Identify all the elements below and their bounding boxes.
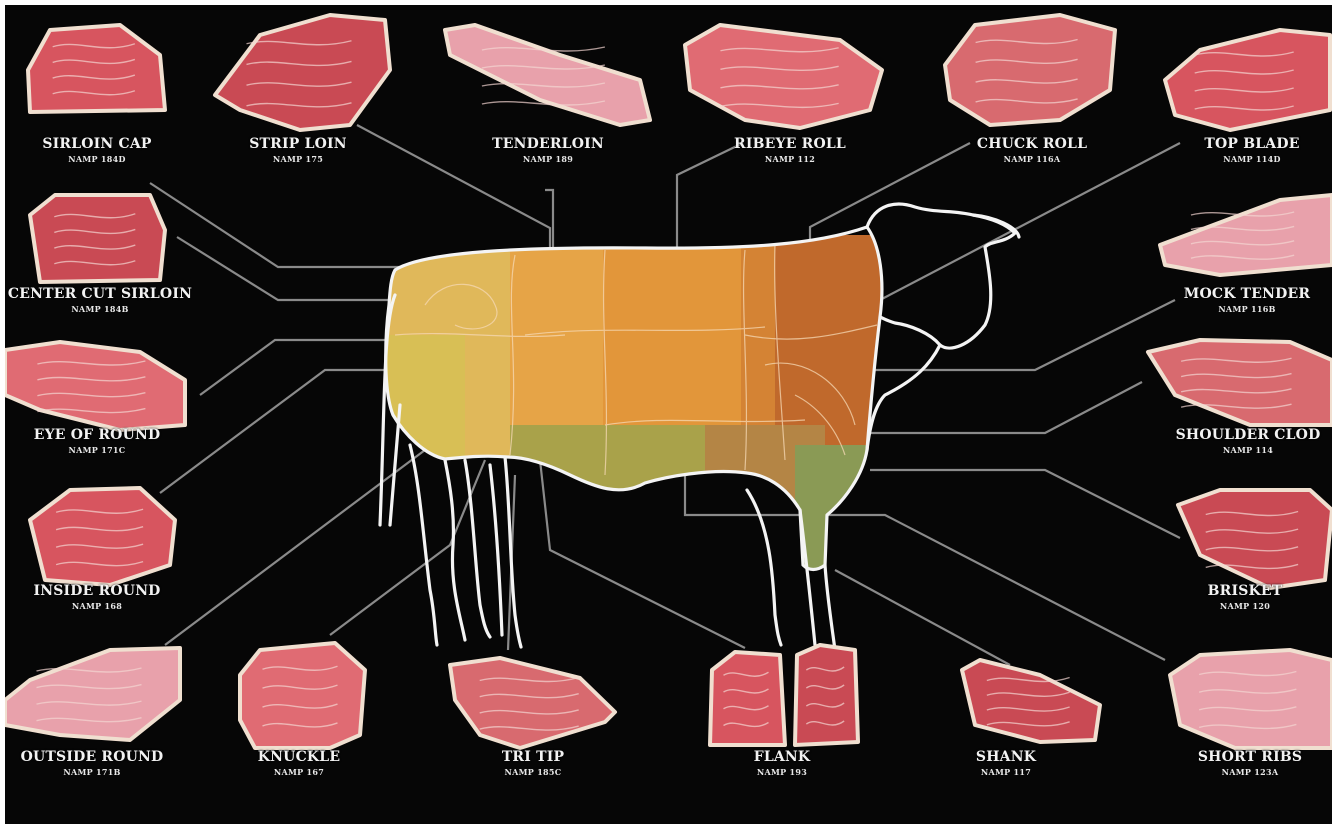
shank-name: SHANK — [976, 750, 1036, 764]
shoulder-clod-code: NAMP 114 — [1176, 446, 1321, 454]
shank-meat-photo — [962, 660, 1100, 742]
shank-code: NAMP 117 — [976, 768, 1036, 776]
top-blade-name: TOP BLADE — [1204, 137, 1299, 151]
leader-mock-tender — [860, 300, 1175, 370]
region-sirloin — [510, 235, 605, 585]
knuckle-name: KNUCKLE — [258, 750, 340, 764]
short-ribs-name: SHORT RIBS — [1198, 750, 1302, 764]
top-blade-meat-photo — [1165, 30, 1330, 130]
flank-code: NAMP 193 — [754, 768, 811, 776]
sirloin-cap-label: SIRLOIN CAP NAMP 184D — [42, 137, 151, 163]
leader-inside-round — [160, 370, 405, 493]
strip-loin-label: STRIP LOIN NAMP 175 — [249, 137, 347, 163]
knuckle-code: NAMP 167 — [258, 768, 340, 776]
outside-round-label: OUTSIDE ROUND NAMP 171B — [21, 750, 164, 776]
short-ribs-label: SHORT RIBS NAMP 123A — [1198, 750, 1302, 776]
region-flank — [510, 425, 710, 515]
tri-tip-code: NAMP 185C — [502, 768, 564, 776]
short-ribs-meat-photo — [1170, 650, 1332, 748]
top-blade-label: TOP BLADE NAMP 114D — [1204, 137, 1299, 163]
sirloin-cap-name: SIRLOIN CAP — [42, 137, 151, 151]
center-cut-sirloin-code: NAMP 184B — [8, 305, 192, 313]
flank-second-meat-photo — [795, 645, 858, 745]
cow-head-outline — [867, 204, 1015, 348]
leader-flank — [540, 460, 745, 648]
sirloin-cap-meat-photo — [28, 25, 165, 112]
leader-shoulder-clod — [860, 382, 1142, 433]
eye-of-round-meat-photo — [5, 342, 185, 430]
flank-name: FLANK — [754, 750, 811, 764]
ribeye-roll-code: NAMP 112 — [734, 155, 846, 163]
chuck-roll-name: CHUCK ROLL — [977, 137, 1087, 151]
inside-round-name: INSIDE ROUND — [33, 584, 160, 598]
ribeye-roll-name: RIBEYE ROLL — [734, 137, 846, 151]
shoulder-clod-label: SHOULDER CLOD NAMP 114 — [1176, 428, 1321, 454]
tenderloin-code: NAMP 189 — [492, 155, 604, 163]
knuckle-meat-photo — [240, 643, 365, 748]
inside-round-meat-photo — [30, 488, 175, 585]
tri-tip-meat-photo — [450, 658, 615, 748]
tri-tip-name: TRI TIP — [502, 750, 564, 764]
tenderloin-meat-photo — [445, 25, 650, 125]
top-blade-code: NAMP 114D — [1204, 155, 1299, 163]
tenderloin-label: TENDERLOIN NAMP 189 — [492, 137, 604, 163]
ribeye-roll-meat-photo — [685, 25, 882, 128]
shank-label: SHANK NAMP 117 — [976, 750, 1036, 776]
brisket-name: BRISKET — [1208, 584, 1283, 598]
center-cut-sirloin-meat-photo — [30, 195, 165, 282]
cow-hind-leg-1 — [445, 460, 465, 640]
cow-hind-leg-2 — [465, 460, 490, 637]
cow-fore-leg-1 — [747, 490, 781, 645]
beef-cuts-diagram — [5, 5, 1332, 824]
cow-tail-2 — [390, 405, 400, 525]
cow-hind-leg-outer — [410, 445, 437, 645]
flank-label: FLANK NAMP 193 — [754, 750, 811, 776]
tenderloin-name: TENDERLOIN — [492, 137, 604, 151]
tri-tip-label: TRI TIP NAMP 185C — [502, 750, 564, 776]
mock-tender-code: NAMP 116B — [1184, 305, 1310, 313]
strip-loin-name: STRIP LOIN — [249, 137, 347, 151]
leader-center-cut-sirloin — [177, 237, 425, 300]
chart-board: SIRLOIN CAP NAMP 184D STRIP LOIN NAMP 175 TE… — [5, 5, 1332, 824]
outside-round-name: OUTSIDE ROUND — [21, 750, 164, 764]
inside-round-label: INSIDE ROUND NAMP 168 — [33, 584, 160, 610]
chuck-roll-meat-photo — [945, 15, 1115, 125]
short-ribs-code: NAMP 123A — [1198, 768, 1302, 776]
mock-tender-meat-photo — [1160, 195, 1332, 275]
leader-short-ribs — [685, 475, 1165, 660]
leader-outside-round — [165, 450, 425, 645]
shoulder-clod-name: SHOULDER CLOD — [1176, 428, 1321, 442]
mock-tender-label: MOCK TENDER NAMP 116B — [1184, 287, 1310, 313]
region-loin — [603, 235, 743, 585]
leader-knuckle — [330, 460, 485, 635]
flank-meat-photo — [710, 652, 785, 745]
leader-sirloin-cap — [150, 183, 425, 267]
leader-shank — [835, 570, 1010, 665]
leader-brisket — [870, 470, 1180, 538]
ribeye-roll-label: RIBEYE ROLL NAMP 112 — [734, 137, 846, 163]
cow-hind-leg-4 — [490, 465, 502, 635]
outside-round-code: NAMP 171B — [21, 768, 164, 776]
sirloin-cap-code: NAMP 184D — [42, 155, 151, 163]
knuckle-label: KNUCKLE NAMP 167 — [258, 750, 340, 776]
eye-of-round-code: NAMP 171C — [34, 446, 161, 454]
inside-round-code: NAMP 168 — [33, 602, 160, 610]
eye-of-round-name: EYE OF ROUND — [34, 428, 161, 442]
brisket-label: BRISKET NAMP 120 — [1208, 584, 1283, 610]
strip-loin-code: NAMP 175 — [249, 155, 347, 163]
brisket-code: NAMP 120 — [1208, 602, 1283, 610]
center-cut-sirloin-name: CENTER CUT SIRLOIN — [8, 287, 192, 301]
mock-tender-name: MOCK TENDER — [1184, 287, 1310, 301]
strip-loin-meat-photo — [215, 15, 390, 130]
shoulder-clod-meat-photo — [1148, 340, 1332, 425]
chuck-roll-code: NAMP 116A — [977, 155, 1087, 163]
eye-of-round-label: EYE OF ROUND NAMP 171C — [34, 428, 161, 454]
cow-neck-outline — [867, 345, 940, 450]
brisket-meat-photo — [1178, 490, 1332, 588]
center-cut-sirloin-label: CENTER CUT SIRLOIN NAMP 184B — [8, 287, 192, 313]
outside-round-meat-photo — [5, 648, 180, 740]
chuck-roll-label: CHUCK ROLL NAMP 116A — [977, 137, 1087, 163]
cow-fore-leg-3 — [825, 565, 835, 650]
